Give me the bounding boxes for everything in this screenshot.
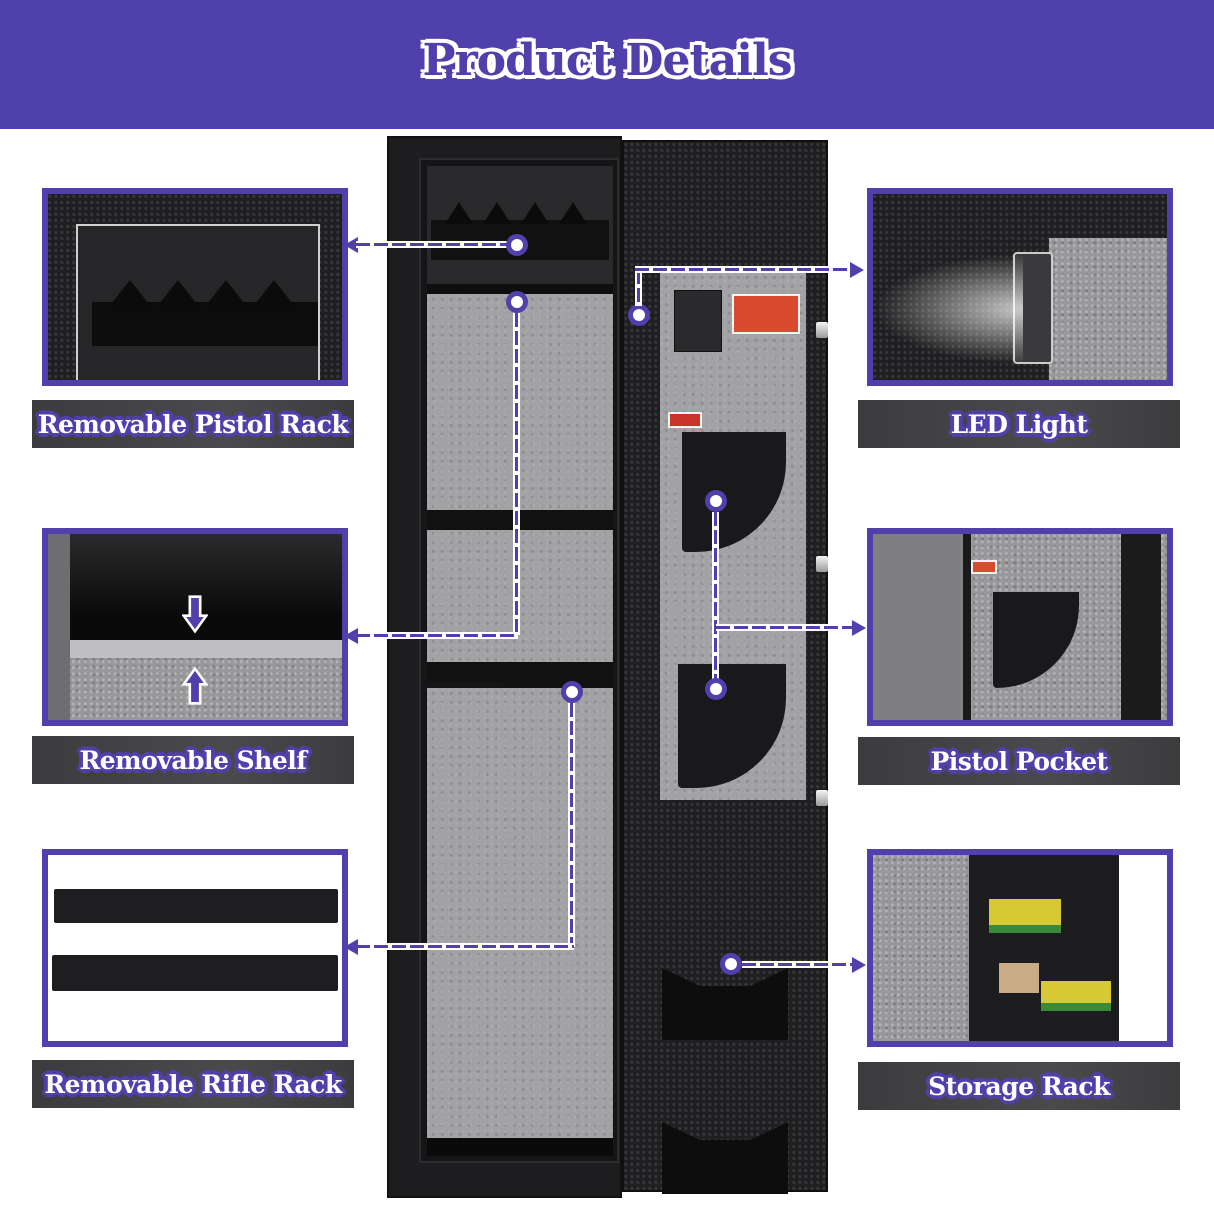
door-edge [963,534,971,720]
arrow-down-icon [182,595,208,634]
pistol-rack-notch [252,280,296,308]
light-beam [873,254,1023,364]
pistol-rack-notch [521,202,549,224]
pistol-pocket-upper [682,432,786,552]
hotspot-pistol-rack[interactable] [506,234,528,256]
pistol-rack-notch [559,202,587,224]
hinge-icon [816,556,828,572]
connector-rifle-rack-vertical [568,703,575,947]
callout-label-rifle-rack: Removable Rifle Rack [32,1060,354,1108]
sticker [971,560,997,574]
label-text: Removable Shelf [79,745,307,775]
shelf-top [427,284,613,294]
connector-shelf [356,632,518,639]
page-title: Product Details [422,35,793,86]
rifle-rack-upper [427,510,613,530]
safe-door [622,140,828,1194]
callout-image-rifle-rack [42,849,348,1047]
pistol-rack-bar [92,302,318,346]
label-text: Pistol Pocket [930,746,1108,776]
arrow-up-icon [182,666,208,705]
connector-pocket-vertical [712,512,719,680]
hotspot-shelf[interactable] [506,291,528,313]
callout-image-led-light [867,188,1173,386]
hotspot-rifle-rack[interactable] [561,681,583,703]
hotspot-storage-rack[interactable] [720,953,742,975]
header-banner: Product Details [0,0,1214,129]
pistol-pocket [993,592,1079,688]
hotspot-pistol-pocket-upper[interactable] [705,490,727,512]
door-frame [1121,534,1161,720]
connector-shelf-vertical [513,313,520,635]
warning-sticker [732,294,800,334]
connector-led-light [635,266,850,273]
pistol-rack-notch [204,280,248,308]
hinge-icon [816,322,828,338]
callout-label-led-light: LED Light [858,400,1180,448]
callout-image-pistol-rack [42,188,348,386]
pistol-rack-notch [445,202,473,224]
arrow-right-icon [852,957,866,973]
ammo-box [989,899,1061,933]
label-text: LED Light [950,409,1088,439]
callout-image-pistol-pocket [867,528,1173,726]
connector-rifle-rack [356,943,574,950]
shelf-gap [70,614,342,640]
storage-tray-lower [662,1122,788,1194]
ammo-box-brown [999,963,1039,993]
connector-pistol-rack [356,241,508,248]
callout-label-storage-rack: Storage Rack [858,1062,1180,1110]
connector-led-vertical [635,270,642,306]
pistol-rack-notch [108,280,152,308]
inner-wall [873,534,963,720]
connector-pistol-pocket [716,624,852,631]
battery-box [674,290,722,352]
shelf-upper-shadow [70,534,342,614]
label-text: Removable Pistol Rack [37,409,349,439]
label-text: Removable Rifle Rack [44,1069,342,1099]
shelf-board [70,640,342,658]
rifle-rack-bar-2 [52,955,338,991]
arrow-right-icon [850,262,864,278]
connector-storage-rack [742,961,852,968]
arrow-right-icon [852,620,866,636]
felt-edge [1049,238,1167,380]
safe-body [387,136,622,1198]
felt-wall [873,855,969,1041]
felt-back-upper [427,294,613,662]
callout-label-pistol-rack: Removable Pistol Rack [32,400,354,448]
shelf-side [48,534,70,720]
callout-image-storage-rack [867,849,1173,1047]
hotspot-led-light[interactable] [628,304,650,326]
ammo-box [1041,981,1111,1011]
rifle-rack-lower [503,662,613,688]
hotspot-pistol-pocket-lower[interactable] [705,678,727,700]
hinge-icon [816,790,828,806]
pistol-pocket-lower [678,664,786,788]
pistol-rack-notch [156,280,200,308]
bottom-rail [427,1138,613,1156]
label-text: Storage Rack [928,1071,1110,1101]
rifle-rack-bar-1 [54,889,338,923]
callout-label-shelf: Removable Shelf [32,736,354,784]
felt-back-lower [427,688,613,1140]
setting-button-sticker [668,412,702,428]
pistol-rack-notch [483,202,511,224]
callout-label-pistol-pocket: Pistol Pocket [858,737,1180,785]
rack-body [969,855,1119,1041]
callout-image-shelf [42,528,348,726]
door-felt-panel [660,272,806,800]
